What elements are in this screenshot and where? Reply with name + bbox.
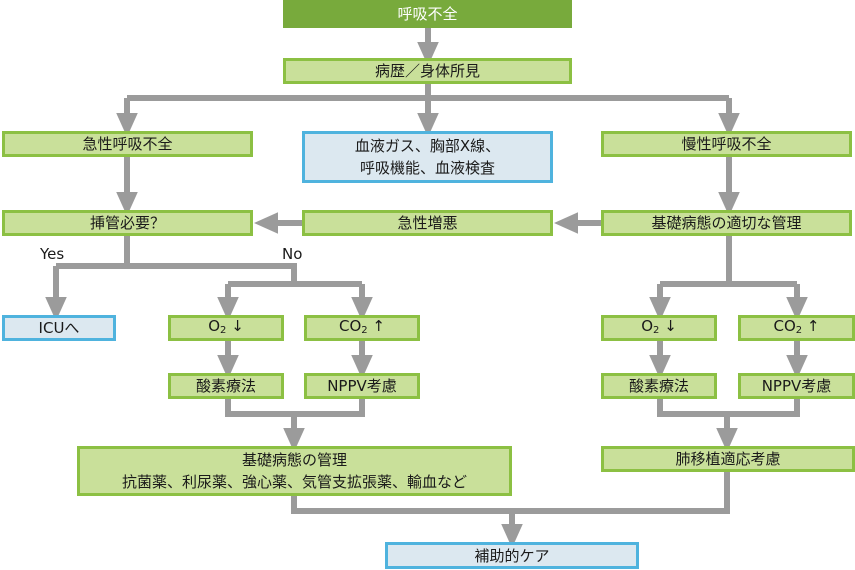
node-chronic-respiratory-failure: 慢性呼吸不全 [601, 131, 852, 157]
connector-intubation-split [56, 236, 297, 269]
node-text: 急性呼吸不全 [82, 135, 173, 153]
label-yes: Yes [40, 245, 65, 263]
connector-no-split [228, 266, 362, 287]
node-text-line2: 抗菌薬、利尿薬、強心薬、気管支拡張薬、輸血など [121, 473, 467, 491]
node-acute-respiratory-failure: 急性呼吸不全 [2, 131, 253, 157]
up-arrow-icon: ↑ [372, 316, 385, 335]
node-text: 酸素療法 [628, 377, 689, 395]
node-chronic-management: 基礎病態の適切な管理 [601, 210, 852, 236]
node-acute-exacerbation: 急性増悪 [302, 210, 553, 236]
node-text-line1: 基礎病態の管理 [241, 451, 347, 469]
formula-base: O [641, 316, 654, 335]
node-right-nppv: NPPV考慮 [738, 373, 855, 399]
node-text: 病歴／身体所見 [374, 62, 480, 80]
node-text-line1: 血液ガス、胸部X線、 [354, 137, 501, 155]
node-intubation-needed: 挿管必要？ [2, 210, 253, 236]
connector-right-split [660, 236, 797, 287]
node-left-o2-low: O2 ↓ [168, 315, 284, 341]
node-left-nppv: NPPV考慮 [304, 373, 420, 399]
node-right-co2-high: CO2 ↑ [738, 315, 855, 341]
node-text: 補助的ケア [474, 546, 550, 565]
down-arrow-icon: ↓ [231, 316, 244, 335]
node-text: 急性増悪 [397, 214, 458, 232]
node-text: 慢性呼吸不全 [681, 135, 772, 153]
node-text: CO2 ↑ [339, 315, 385, 342]
node-text: 肺移植適応考慮 [675, 450, 781, 468]
node-text: 挿管必要？ [89, 214, 165, 232]
node-tests: 血液ガス、胸部X線、 呼吸機能、血液検査 [302, 131, 553, 183]
node-text: 呼吸不全 [397, 5, 458, 23]
node-respiratory-failure: 呼吸不全 [283, 0, 572, 28]
node-text: O2 ↓ [208, 315, 244, 342]
node-left-co2-high: CO2 ↑ [304, 315, 420, 341]
node-right-o2-low: O2 ↓ [601, 315, 717, 341]
node-text: ICUへ [38, 319, 80, 337]
node-left-oxygen-therapy: 酸素療法 [168, 373, 284, 399]
connector-history-split [127, 84, 729, 101]
formula-subscript: 2 [653, 324, 660, 336]
formula-base: CO [338, 316, 362, 335]
node-supportive-care: 補助的ケア [385, 542, 639, 569]
node-text: 基礎病態の適切な管理 [651, 214, 802, 232]
node-text: 酸素療法 [195, 377, 256, 395]
node-history-physical: 病歴／身体所見 [283, 58, 572, 84]
node-text: NPPV考慮 [761, 377, 832, 395]
connector-right-merge [657, 399, 800, 417]
label-no: No [282, 245, 303, 263]
node-text-line2: 呼吸機能、血液検査 [359, 159, 495, 177]
node-text: CO2 ↑ [773, 315, 819, 342]
node-icu: ICUへ [2, 315, 116, 341]
formula-base: CO [773, 316, 796, 335]
node-underlying-management: 基礎病態の管理 抗菌薬、利尿薬、強心薬、気管支拡張薬、輸血など [77, 446, 512, 496]
formula-subscript: 2 [220, 324, 227, 336]
up-arrow-icon: ↑ [806, 316, 820, 335]
node-text: O2 ↓ [641, 315, 677, 342]
node-text: NPPV考慮 [327, 377, 397, 395]
node-lung-transplant: 肺移植適応考慮 [601, 446, 855, 472]
node-right-oxygen-therapy: 酸素療法 [601, 373, 717, 399]
formula-subscript: 2 [361, 324, 368, 336]
formula-base: O [208, 316, 221, 335]
down-arrow-icon: ↓ [664, 316, 677, 335]
formula-subscript: 2 [795, 324, 803, 336]
